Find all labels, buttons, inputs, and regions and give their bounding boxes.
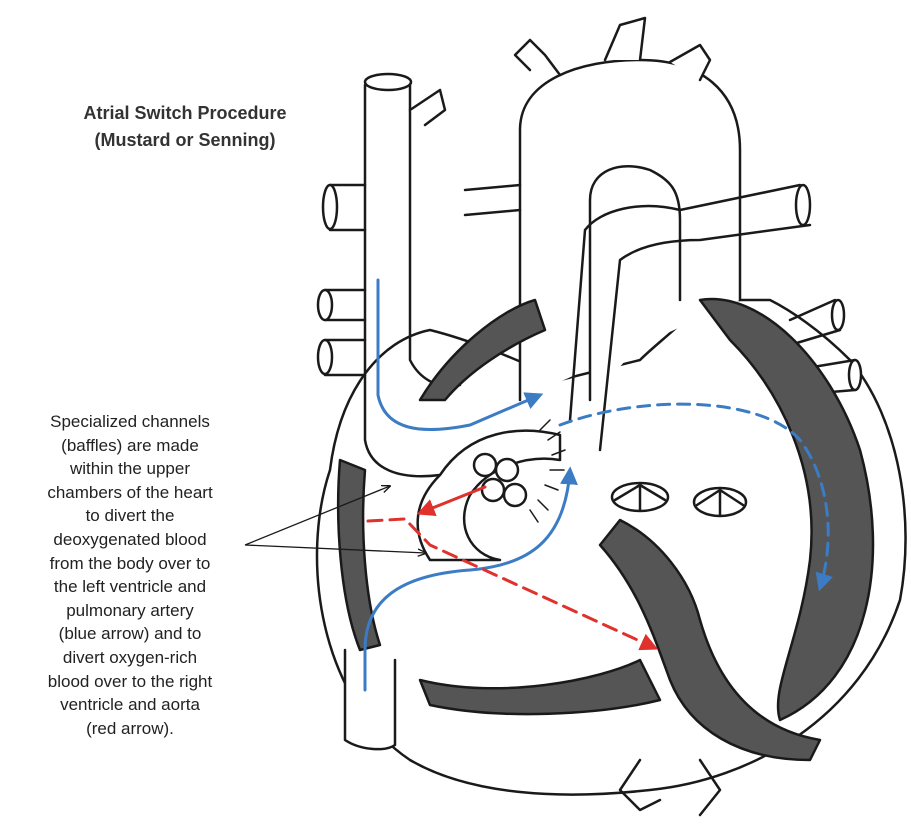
pulmonary-vein-opening: [474, 454, 496, 476]
pulmonary-artery-left: [465, 185, 520, 215]
aorta-branch-1: [515, 40, 560, 75]
pulmonary-vein-opening: [504, 484, 526, 506]
svc-opening: [365, 74, 411, 90]
aorta-branch-2: [605, 18, 645, 60]
svc-branch: [410, 90, 445, 125]
pulmonary-vein-opening: [496, 459, 518, 481]
pulmonary-artery-right-end: [796, 185, 810, 225]
pulmonary-vein-opening: [482, 479, 504, 501]
inferior-vena-cava: [345, 650, 395, 749]
